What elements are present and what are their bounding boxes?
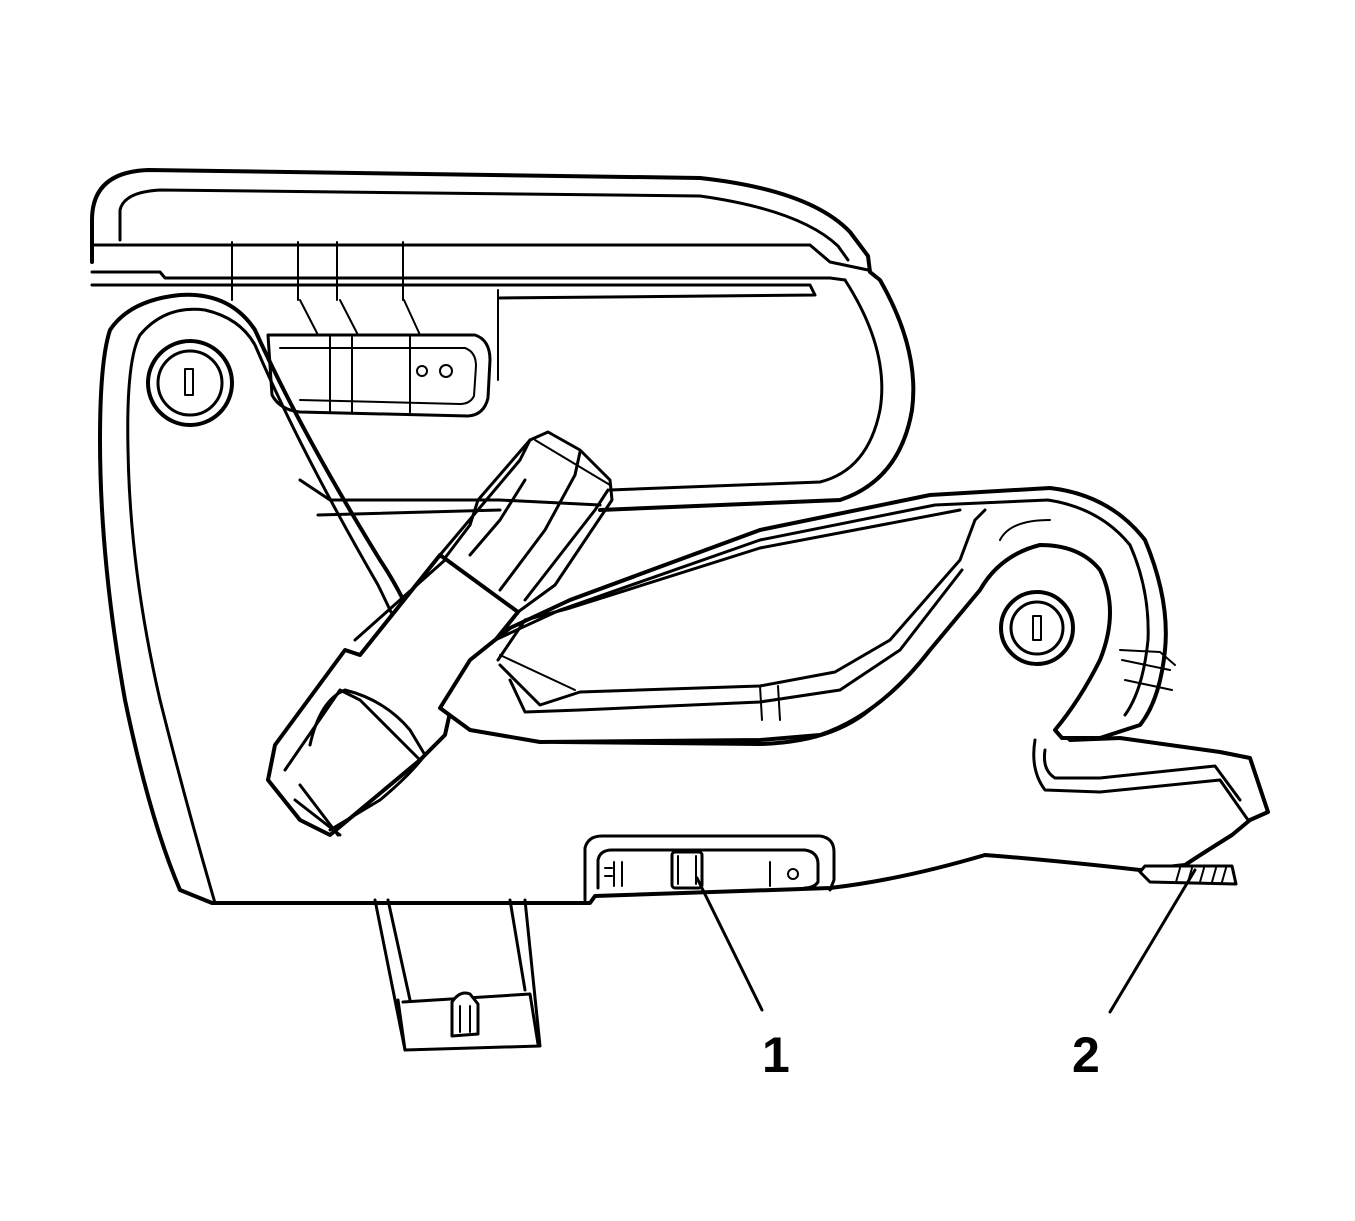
lower-rails xyxy=(298,478,602,517)
shim-2 xyxy=(1138,864,1238,886)
callout-label-2: 2 xyxy=(1072,1027,1100,1083)
upper-pivot-bolt xyxy=(146,339,234,427)
latch-hook xyxy=(1032,738,1250,822)
leader-line-1 xyxy=(695,876,764,1012)
release-lever xyxy=(438,486,1176,744)
fastener-1 xyxy=(670,850,704,890)
upper-housing xyxy=(90,168,916,512)
mounting-foot xyxy=(373,898,542,1052)
lower-pivot-bolt xyxy=(999,590,1075,666)
upper-slot xyxy=(266,333,492,418)
callout-label-1: 1 xyxy=(762,1027,790,1083)
recliner-handle xyxy=(266,430,614,837)
leader-line-2 xyxy=(1108,868,1197,1014)
